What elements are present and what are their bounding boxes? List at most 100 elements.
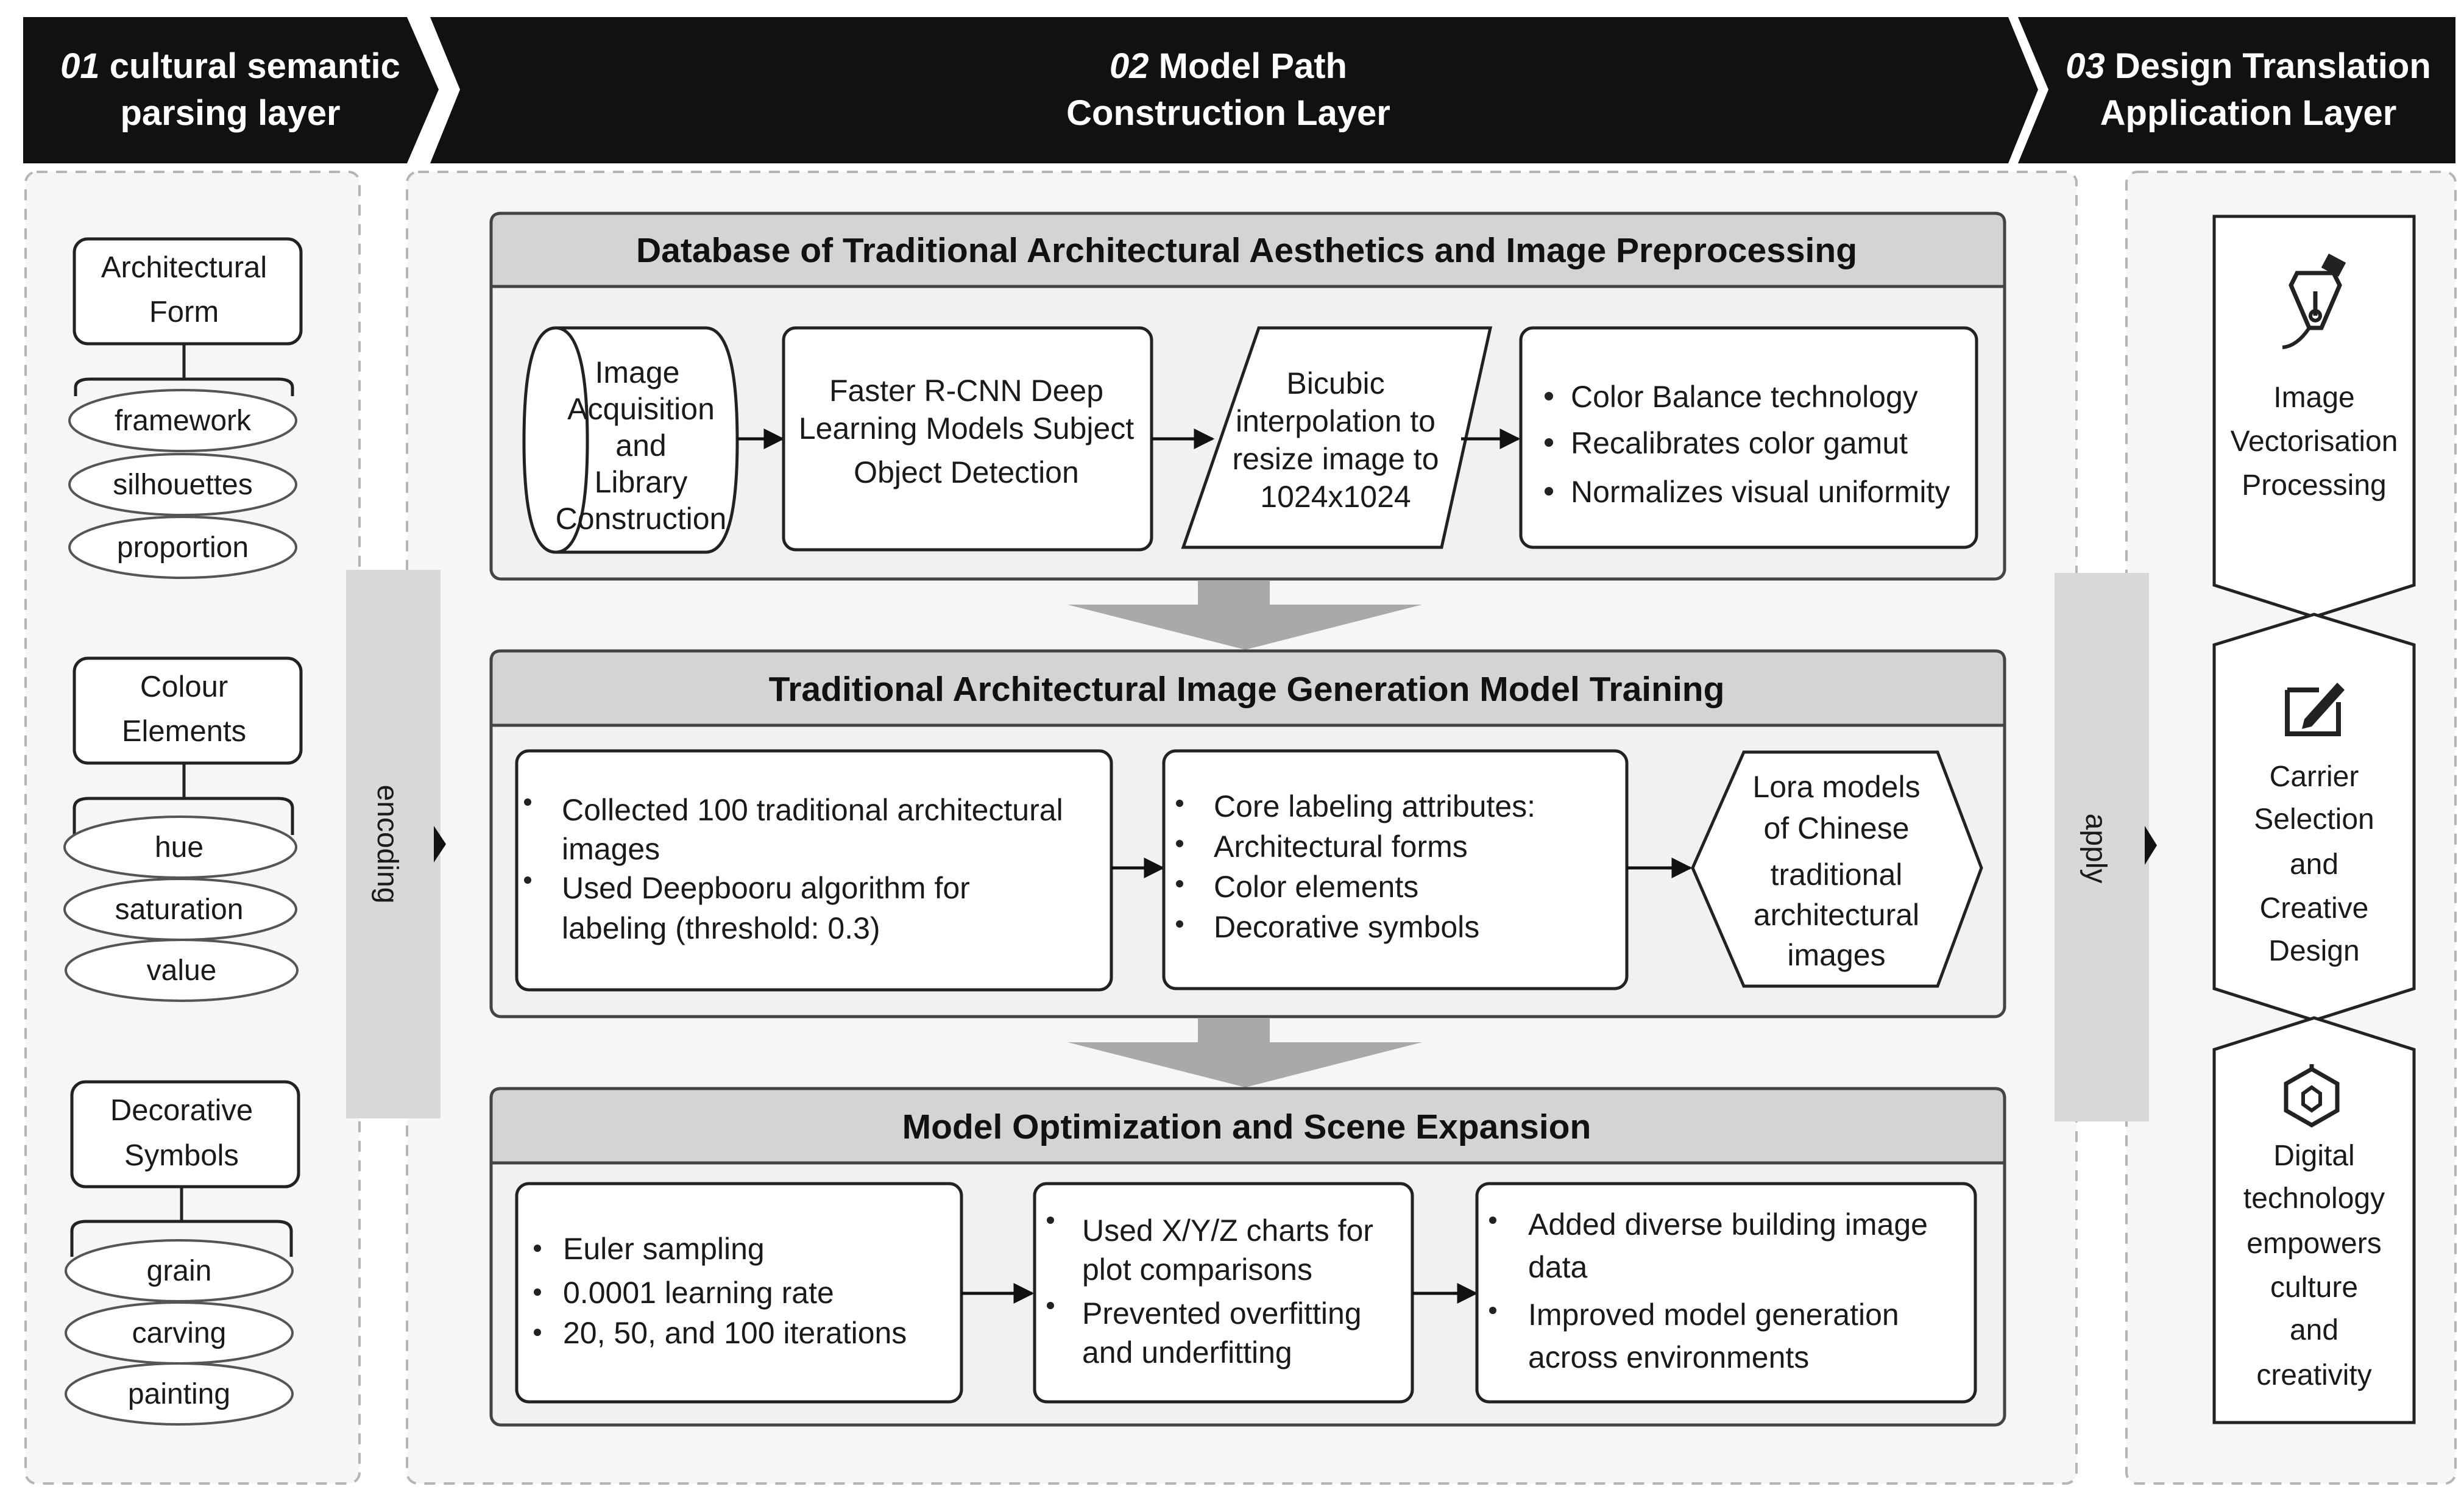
bracket — [74, 344, 294, 396]
bullet — [1047, 1302, 1054, 1309]
edit-square-icon — [2285, 683, 2345, 736]
section-header — [489, 211, 2006, 288]
header-1-line-2: parsing layer — [120, 93, 340, 133]
card2-line: and — [2290, 848, 2338, 881]
category-title-line-1: Architectural — [101, 251, 267, 284]
box-line: labeling (threshold: 0.3) — [562, 911, 880, 945]
section-optimization: Model Optimization and Scene Expansion E… — [489, 1087, 2006, 1427]
box1-line: and — [615, 428, 666, 463]
card-image-vectorisation — [2212, 215, 2416, 619]
apply-label: apply — [2080, 814, 2112, 884]
box3-line: interpolation to — [1236, 404, 1436, 438]
box4-bullet: Color Balance technology — [1571, 380, 1918, 414]
card-digital-technology — [2212, 1016, 2416, 1424]
header-3-line-2: Application Layer — [2100, 93, 2397, 133]
box3-line: 1024x1024 — [1260, 480, 1411, 514]
box4-bullet: Normalizes visual uniformity — [1571, 475, 1950, 509]
card-carrier-selection — [2212, 613, 2416, 1022]
box-bullet: Euler sampling — [563, 1232, 765, 1266]
box-bullet: 0.0001 learning rate — [563, 1276, 834, 1310]
bullet — [1489, 1307, 1496, 1314]
hex-line: of Chinese — [1763, 811, 1909, 845]
bullet — [1545, 487, 1553, 496]
header-1-line-1: 01 cultural semantic — [60, 46, 400, 86]
bullet — [1489, 1217, 1496, 1224]
group-decorative-symbols: Decorative Symbols grain carving paintin… — [65, 1080, 300, 1426]
card3-line: creativity — [2256, 1359, 2371, 1391]
bullet — [534, 1245, 541, 1252]
hex-line: Lora models — [1752, 770, 1920, 804]
encoding-band — [346, 570, 441, 1118]
right-cards: Image Vectorisation Processing Carrier S… — [2212, 215, 2416, 1424]
bullet — [1176, 800, 1183, 807]
collection-box — [515, 749, 1113, 992]
box1-line: Library — [595, 465, 688, 499]
hexagon-chip-icon — [2284, 1064, 2340, 1128]
category-box — [73, 237, 303, 346]
box1-line: Acquisition — [567, 392, 715, 426]
section-header — [489, 1087, 2006, 1165]
hex-line: architectural — [1754, 898, 1919, 932]
box-line: data — [1528, 1250, 1588, 1284]
card3-line: culture — [2270, 1271, 2358, 1304]
card1-line: Vectorisation — [2231, 425, 2398, 458]
header-layer-3 — [2018, 17, 2455, 163]
box1-line: Construction — [556, 502, 727, 536]
section-database: Database of Traditional Architectural Ae… — [489, 211, 2006, 581]
data-expansion-box — [1475, 1182, 1977, 1404]
card2-line: Carrier — [2270, 761, 2359, 793]
attribute-label: carving — [132, 1317, 227, 1349]
bullet — [1545, 438, 1553, 447]
attribute-oval — [68, 453, 297, 516]
apply-band — [2055, 573, 2149, 1121]
box1-line: Image — [595, 355, 680, 389]
bracket — [73, 763, 294, 835]
card3-line: and — [2290, 1314, 2338, 1346]
header-bar: 01 cultural semantic parsing layer 02 Mo… — [23, 17, 2455, 163]
section-title: Model Optimization and Scene Expansion — [902, 1107, 1591, 1146]
hex-line: images — [1787, 938, 1885, 972]
attribute-oval — [65, 939, 299, 1002]
attribute-label: hue — [155, 831, 204, 864]
section-title: Database of Traditional Architectural Ae… — [636, 231, 1857, 270]
box-line: and underfitting — [1082, 1335, 1292, 1370]
lora-hexagon — [1691, 750, 1983, 988]
color-balance-box — [1519, 326, 1978, 549]
card3-line: empowers — [2246, 1228, 2381, 1260]
bullet — [534, 1288, 541, 1296]
apply-arrowhead — [2145, 826, 2157, 865]
card3-line: Digital — [2273, 1140, 2354, 1172]
attribute-oval — [68, 389, 297, 452]
attribute-oval — [68, 516, 297, 579]
box-line: Improved model generation — [1528, 1298, 1899, 1332]
category-box — [73, 656, 303, 765]
category-title-line-2: Elements — [122, 715, 246, 748]
attribute-label: framework — [115, 405, 252, 437]
box3-line: resize image to — [1232, 442, 1439, 476]
box2-line: Object Detection — [854, 455, 1079, 489]
down-arrow-1 — [1067, 580, 1422, 650]
header-2-line-2: Construction Layer — [1066, 93, 1390, 133]
bullet — [1176, 920, 1183, 928]
box3-line: Bicubic — [1286, 366, 1384, 400]
category-title-line-1: Colour — [140, 670, 228, 703]
attribute-label: painting — [128, 1378, 230, 1410]
box2-line: Learning Models Subject — [799, 411, 1134, 446]
box-line: Used Deepbooru algorithm for — [562, 871, 970, 905]
bullet — [534, 1329, 541, 1336]
attribute-label: saturation — [115, 894, 244, 926]
box4-bullet: Recalibrates color gamut — [1571, 426, 1908, 460]
cylinder-edge — [555, 326, 589, 554]
section-header — [489, 649, 2006, 727]
header-layer-1 — [23, 17, 439, 163]
card1-line: Image — [2273, 382, 2354, 414]
box-line: plot comparisons — [1082, 1252, 1312, 1287]
box2-line: Faster R-CNN Deep — [829, 374, 1103, 408]
bracket — [70, 1187, 293, 1257]
card2-line: Design — [2268, 935, 2359, 967]
labeling-box — [1162, 749, 1629, 990]
attribute-label: silhouettes — [113, 469, 252, 501]
box-line: Prevented overfitting — [1082, 1296, 1362, 1331]
box-line: across environments — [1528, 1340, 1809, 1374]
